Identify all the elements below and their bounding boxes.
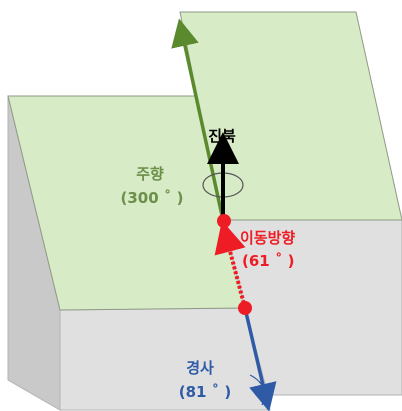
left-block-front-face	[59, 307, 271, 411]
dip-angle-label: (81 ˚ )	[179, 383, 232, 401]
strike-angle-label: (300 ˚ )	[121, 189, 184, 207]
movement-direction-label: 이동방향	[240, 229, 295, 247]
dip-arrow	[243, 307, 277, 411]
dip-label: 경사	[186, 359, 214, 377]
upper-point-marker	[217, 214, 231, 228]
strike-arrow	[171, 18, 225, 221]
dip-rotation-arc-icon	[249, 374, 265, 406]
movement-direction-arrow	[214, 220, 247, 309]
lower-point-marker	[238, 301, 252, 315]
true-north-label: 진북	[208, 127, 236, 145]
movement-angle-label: (61 ˚ )	[242, 252, 295, 270]
strike-label: 주향	[136, 165, 164, 183]
